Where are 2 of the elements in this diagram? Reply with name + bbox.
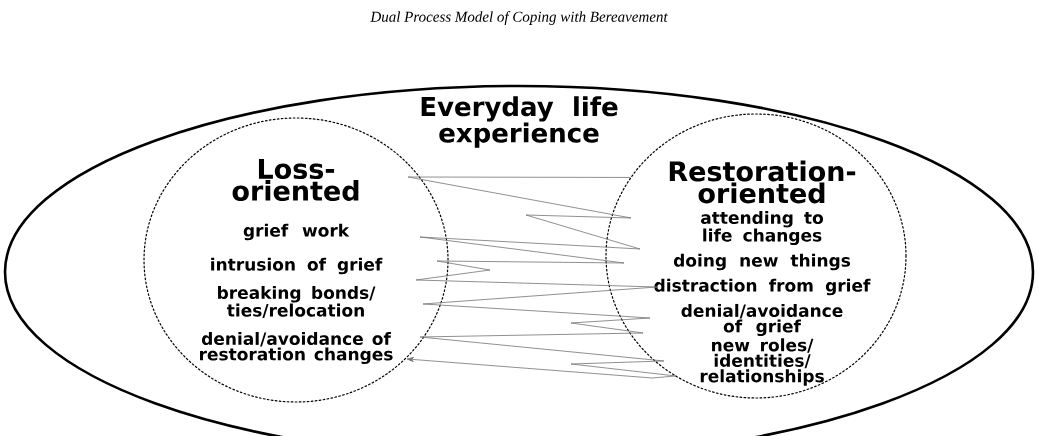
zigzag-arrow bbox=[406, 176, 677, 379]
title: Dual Process Model of Coping with Bereavement bbox=[370, 11, 668, 25]
